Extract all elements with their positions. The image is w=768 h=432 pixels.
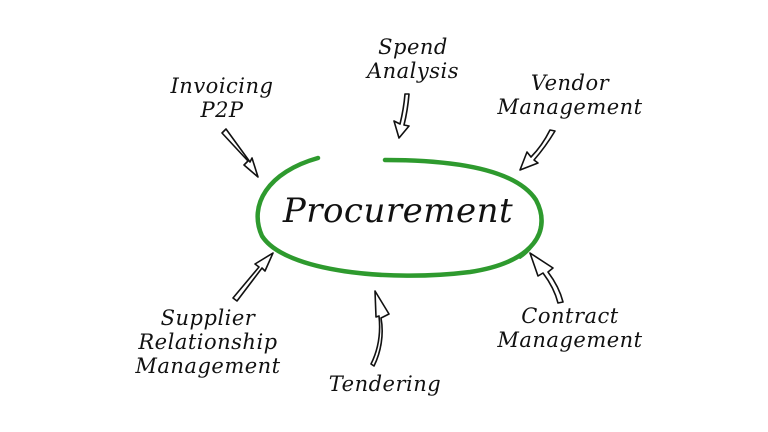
node-vendor-management-line1: Vendor [530,71,610,95]
node-supplier-relationship-management: Supplier Relationship Management [108,306,308,378]
node-vendor-management-line2: Management [497,95,643,119]
node-srm-line1: Supplier [160,306,256,330]
node-spend-analysis-line1: Spend [378,35,448,59]
node-invoicing: Invoicing P2P [142,74,302,122]
node-tendering: Tendering [310,372,460,396]
center-ring [255,155,544,278]
node-tendering-line1: Tendering [328,372,442,396]
arrow-tendering-icon [370,290,390,367]
node-contract-management-line2: Management [497,328,643,352]
node-vendor-management: Vendor Management [475,71,665,119]
arrow-contract-management-icon [529,252,564,304]
node-spend-analysis-line2: Analysis [366,59,460,83]
arrow-spend-analysis-icon [393,93,410,139]
arrow-supplier-relationship-icon [232,252,274,302]
arrow-invoicing-icon [221,128,259,178]
node-srm-line2: Relationship [138,330,278,354]
node-contract-management-line1: Contract [521,304,619,328]
node-invoicing-line1: Invoicing [170,74,274,98]
node-invoicing-line2: P2P [200,98,244,122]
node-spend-analysis: Spend Analysis [348,35,478,83]
arrow-vendor-management-icon [519,129,556,171]
node-srm-line3: Management [135,354,281,378]
center-label-procurement: Procurement [282,191,514,231]
node-contract-management: Contract Management [470,304,670,352]
